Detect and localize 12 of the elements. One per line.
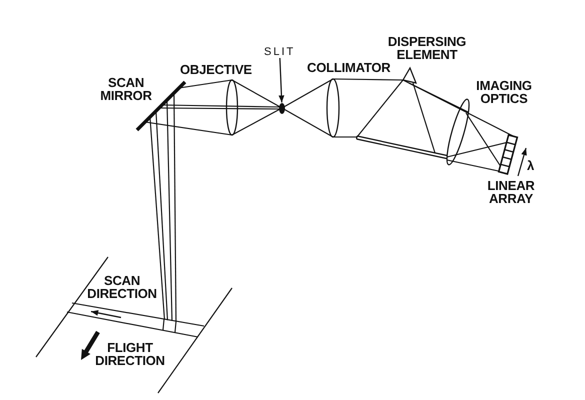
part-label: COLLIMATOR	[307, 62, 390, 74]
direction-label: SCAN DIRECTION	[87, 275, 157, 300]
part-label: DISPERSING ELEMENT	[388, 36, 466, 61]
part-label: IMAGING OPTICS	[476, 80, 532, 105]
leader-arrow	[278, 58, 284, 103]
part-label: SLIT	[264, 46, 296, 58]
slit-mark	[279, 102, 285, 114]
direction-label: FLIGHT DIRECTION	[95, 342, 165, 367]
part-label: LINEAR ARRAY	[487, 180, 535, 205]
part-label: SCAN MIRROR	[100, 77, 152, 102]
part-label: OBJECTIVE	[180, 64, 252, 76]
wavelength-symbol: λ	[527, 160, 534, 172]
